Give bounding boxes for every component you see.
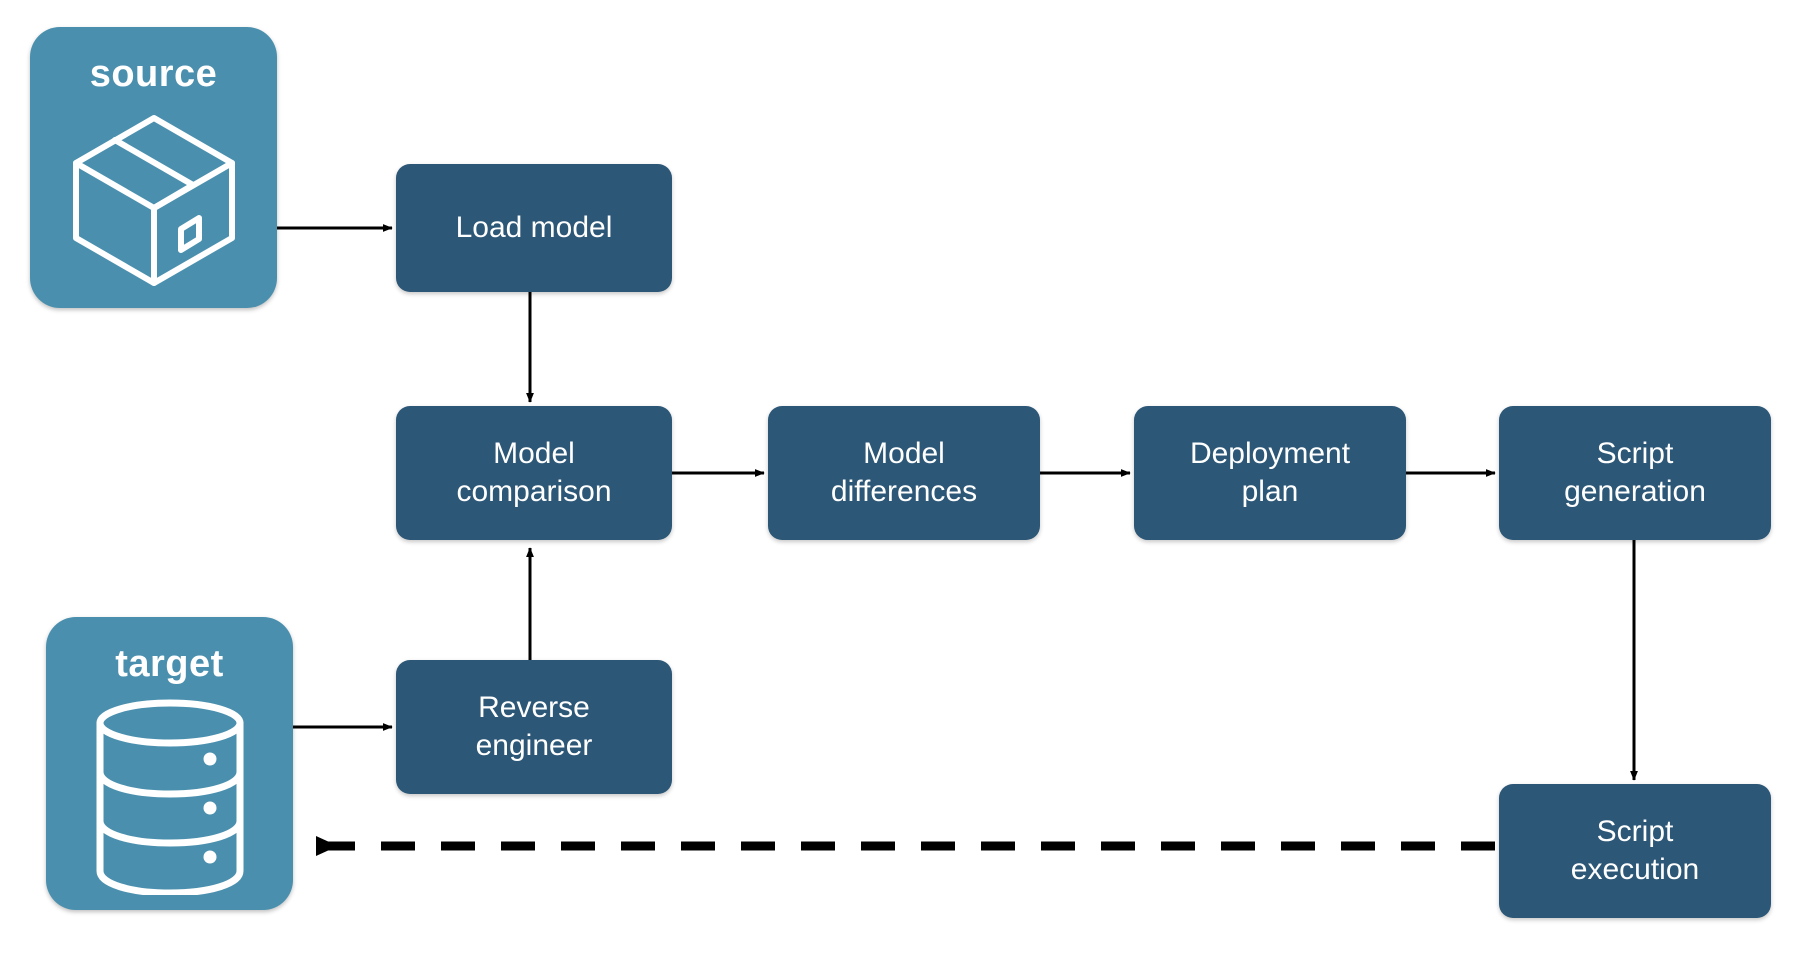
process-model-differences-line-1: Model	[863, 436, 945, 470]
process-script-execution-line-2: execution	[1570, 853, 1700, 886]
target-label: target	[115, 643, 224, 685]
process-load-model[interactable]: Load model	[396, 164, 672, 292]
process-reverse-engineer-line-2: engineer	[475, 729, 593, 762]
package-box-icon	[30, 93, 277, 308]
process-model-comparison[interactable]: Model comparison	[396, 406, 672, 540]
process-deployment-plan-line-1: Deployment	[1189, 436, 1351, 470]
node-source[interactable]: source	[30, 27, 277, 308]
process-script-execution[interactable]: Script execution	[1499, 784, 1771, 918]
process-model-differences-line-2: differences	[830, 475, 978, 508]
process-model-comparison-line-2: comparison	[456, 475, 612, 508]
process-deployment-plan-line-2: plan	[1241, 475, 1299, 508]
process-script-generation[interactable]: Script generation	[1499, 406, 1771, 540]
source-label: source	[89, 53, 218, 95]
process-load-model-line-1: Load model	[455, 210, 613, 244]
process-model-comparison-line-1: Model	[493, 436, 575, 470]
process-reverse-engineer-line-1: Reverse	[478, 690, 590, 724]
process-reverse-engineer[interactable]: Reverse engineer	[396, 660, 672, 794]
process-model-differences[interactable]: Model differences	[768, 406, 1040, 540]
database-cylinder-icon	[46, 683, 293, 910]
process-deployment-plan[interactable]: Deployment plan	[1134, 406, 1406, 540]
process-script-generation-line-2: generation	[1564, 475, 1706, 508]
process-script-generation-line-1: Script	[1596, 436, 1674, 470]
process-script-execution-line-1: Script	[1596, 814, 1674, 848]
node-target[interactable]: target	[46, 617, 293, 910]
